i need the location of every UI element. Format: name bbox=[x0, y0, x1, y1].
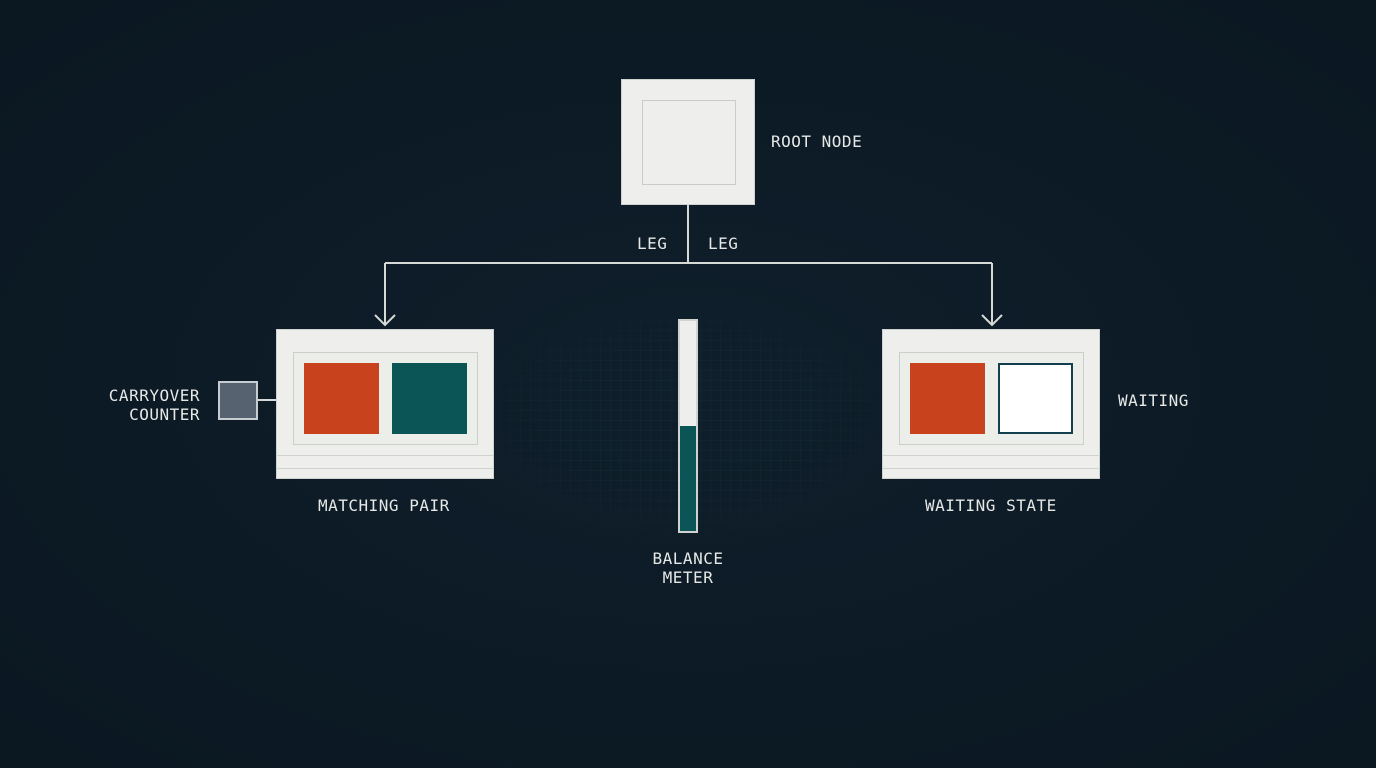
root-node-label: ROOT NODE bbox=[771, 132, 863, 151]
balance-meter-fill bbox=[680, 426, 696, 531]
right-arrowhead bbox=[981, 314, 1003, 327]
matching-pair-caption: MATCHING PAIR bbox=[318, 496, 450, 515]
waiting-state-tray bbox=[899, 352, 1084, 445]
panel-base-stripe bbox=[883, 455, 1099, 456]
panel-base-stripe bbox=[277, 455, 493, 456]
empty-slot-token bbox=[998, 363, 1073, 434]
left-leg-label: LEG bbox=[637, 234, 668, 253]
left-orange-token bbox=[304, 363, 379, 434]
balance-meter bbox=[678, 319, 698, 533]
waiting-state-caption: WAITING STATE bbox=[925, 496, 1057, 515]
root-node-inner bbox=[642, 100, 736, 185]
panel-base-stripe bbox=[883, 468, 1099, 469]
panel-base-stripe bbox=[277, 468, 493, 469]
right-orange-token bbox=[910, 363, 985, 434]
balance-meter-label: BALANCE METER bbox=[652, 549, 724, 587]
waiting-state-panel bbox=[882, 329, 1100, 479]
matching-pair-panel bbox=[276, 329, 494, 479]
left-arrowhead bbox=[374, 314, 396, 327]
carryover-counter-box bbox=[218, 381, 258, 420]
carryover-counter-label: CARRYOVER COUNTER bbox=[108, 386, 200, 424]
left-teal-token bbox=[392, 363, 467, 434]
matching-pair-tray bbox=[293, 352, 478, 445]
right-leg-label: LEG bbox=[708, 234, 739, 253]
waiting-side-label: WAITING bbox=[1118, 391, 1189, 410]
root-node bbox=[621, 79, 755, 205]
